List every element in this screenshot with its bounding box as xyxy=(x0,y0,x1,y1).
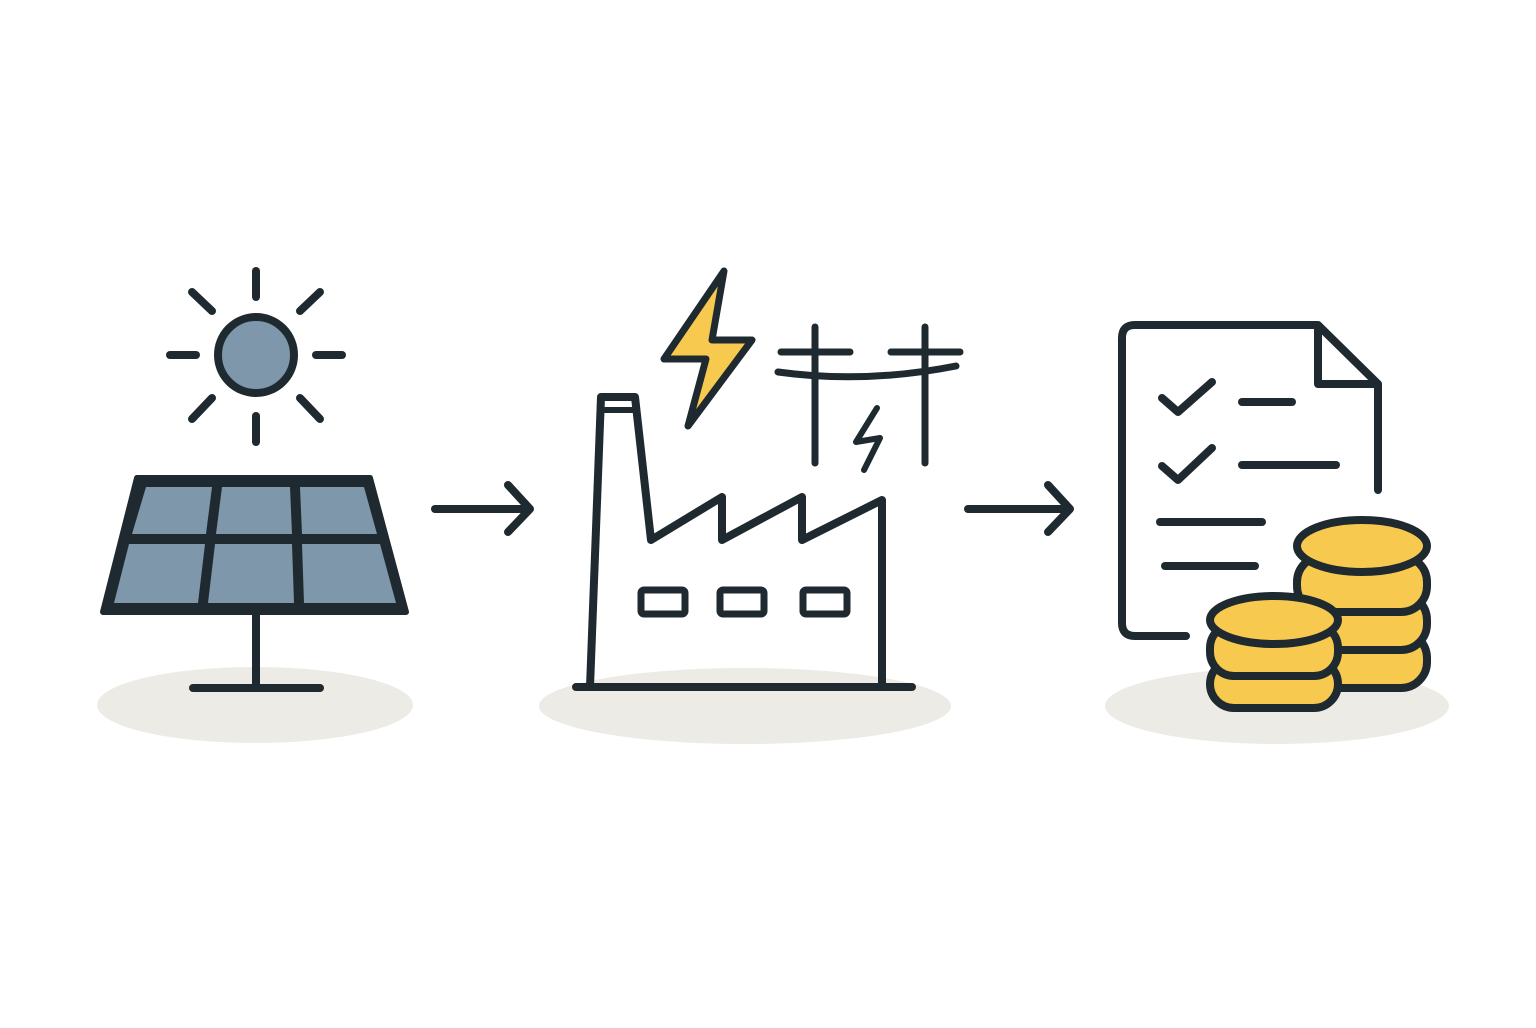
factory-icon xyxy=(572,393,916,691)
check-icon xyxy=(1158,444,1216,484)
solar-cell xyxy=(114,544,205,603)
factory-window xyxy=(799,586,851,618)
solar-cell xyxy=(216,487,292,534)
check-icon xyxy=(1158,378,1216,416)
sun-rays xyxy=(166,267,346,446)
solar-cell xyxy=(132,487,212,534)
checklist-document-icon xyxy=(1118,321,1382,640)
solar-panel-icon xyxy=(100,475,409,692)
factory-node xyxy=(539,267,964,744)
solar-cell xyxy=(302,544,396,603)
factory-ground-shadow xyxy=(539,668,951,744)
factory-window xyxy=(637,586,689,618)
coin-stack-icon xyxy=(1206,592,1342,712)
billing-node xyxy=(1105,321,1449,744)
power-line-icon xyxy=(774,323,964,467)
arrow-right-icon xyxy=(431,481,534,536)
solar-stand xyxy=(189,608,324,692)
solar-cell xyxy=(300,487,377,534)
sun-icon xyxy=(166,267,346,446)
small-lightning-icon xyxy=(853,405,883,473)
solar-ground-shadow xyxy=(97,667,413,743)
arrow-right-icon xyxy=(964,481,1074,536)
factory-window xyxy=(716,586,768,618)
document-text-lines xyxy=(1156,398,1340,570)
sun-disc xyxy=(214,313,298,397)
lightning-bolt-icon xyxy=(660,267,756,430)
solar-cell xyxy=(208,544,294,603)
solar-node xyxy=(97,267,413,743)
